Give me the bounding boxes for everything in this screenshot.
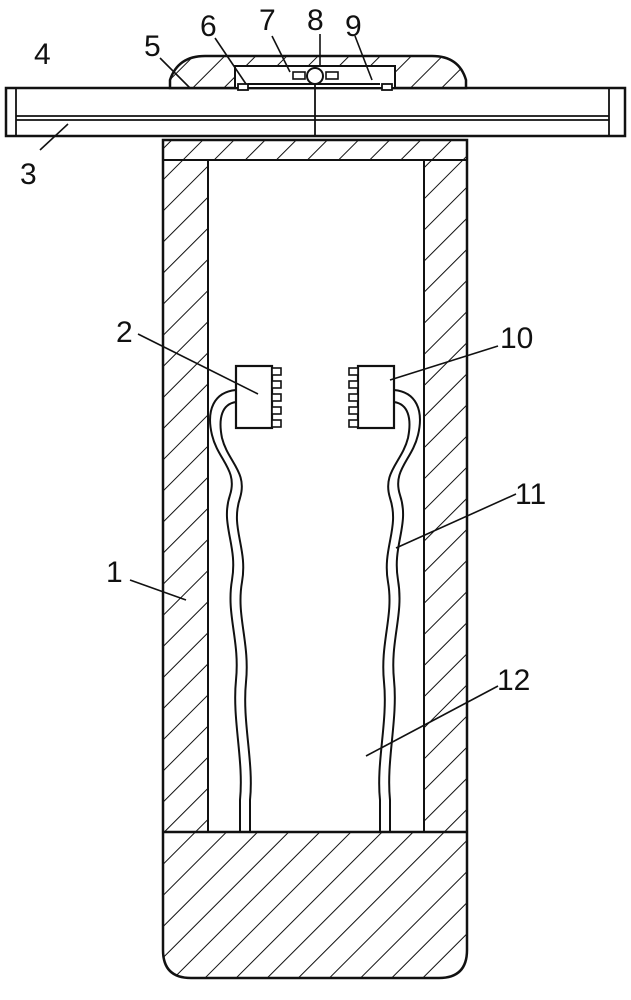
right-connector [348,364,396,430]
label-12: 12 [497,664,530,697]
housing-body [161,138,469,980]
label-6: 6 [200,10,217,43]
reference-numerals: 4 3 5 6 7 8 9 2 10 11 1 12 [20,4,546,697]
label-11: 11 [515,478,546,511]
leader-lines [39,34,517,757]
label-7: 7 [259,4,276,37]
label-5: 5 [144,30,161,63]
label-3: 3 [20,158,37,191]
label-9: 9 [345,10,362,43]
label-10: 10 [500,322,533,355]
flexible-cables [209,389,421,832]
label-2: 2 [116,316,133,349]
label-1: 1 [106,556,123,589]
label-8: 8 [307,4,324,37]
left-connector [234,364,282,430]
inner-cavity [207,159,425,833]
label-4: 4 [34,38,51,71]
cover-plate [4,86,627,141]
top-cap [168,54,468,91]
ball-contact [306,67,324,85]
